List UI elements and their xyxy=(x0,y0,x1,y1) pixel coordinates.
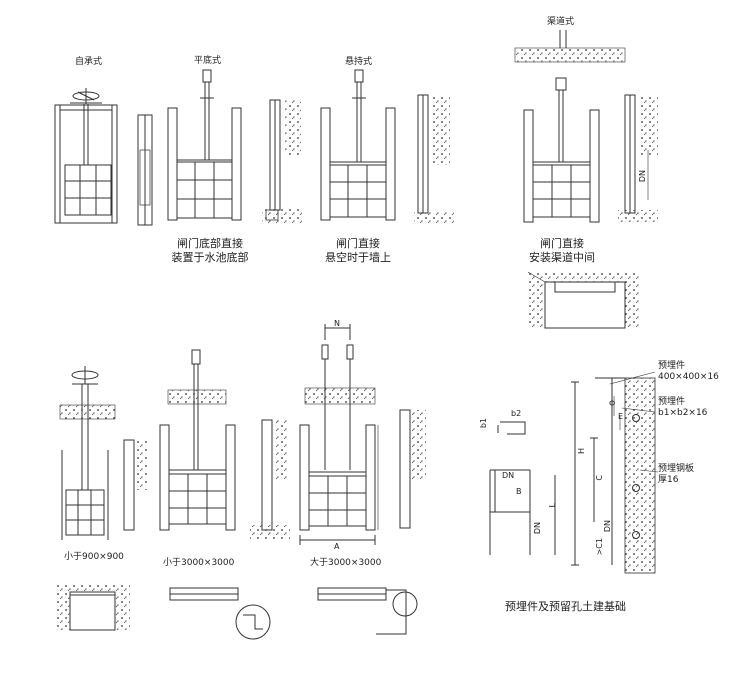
dim-dn-side: DN xyxy=(533,522,542,535)
dim-dn-top: DN xyxy=(502,471,515,480)
dim-b: B xyxy=(516,487,522,496)
label-suspended: 悬持式 xyxy=(345,57,373,67)
caption-channel-line1: 闸门直接 xyxy=(540,237,584,250)
suspended-gate xyxy=(320,69,454,224)
annot-steel-thk: 厚16 xyxy=(658,475,679,485)
self-bearing-gate xyxy=(54,88,153,226)
size-large: 大于3000×3000 xyxy=(310,558,382,568)
caption-flat-bottom-line2: 装置于水池底部 xyxy=(171,250,249,264)
size-small: 小于900×900 xyxy=(64,552,124,562)
annot-steel-plate: 预埋钢板 xyxy=(658,464,695,474)
caption-channel: 闸门直接 安装渠道中间 xyxy=(522,237,602,265)
large-gate xyxy=(299,324,426,635)
caption-suspended-line2: 悬空时于墙上 xyxy=(325,250,391,264)
dim-b1: b1 xyxy=(479,418,488,429)
dim-dn-channel: DN xyxy=(638,170,647,183)
dim-phi: Φ xyxy=(609,399,616,408)
label-flat-bottom: 平底式 xyxy=(194,56,222,66)
flat-bottom-gate xyxy=(167,69,302,224)
dim-l: L xyxy=(548,503,557,508)
dim-dn-wall: DN xyxy=(603,520,612,533)
medium-gate xyxy=(159,349,290,640)
channel-gate xyxy=(514,30,658,329)
dim-c: C xyxy=(595,475,604,481)
caption-suspended-line1: 闸门直接 xyxy=(336,237,380,250)
dim-c1: >C1 xyxy=(595,538,604,556)
dim-h: H xyxy=(577,448,586,455)
caption-suspended: 闸门直接 悬空时于墙上 xyxy=(318,237,398,265)
foundation-detail xyxy=(489,371,659,574)
dim-b2: b2 xyxy=(511,409,522,418)
annot-embed2: 预埋件 xyxy=(658,397,686,407)
caption-channel-line2: 安装渠道中间 xyxy=(529,250,595,264)
caption-flat-bottom-line1: 闸门底部直接 xyxy=(177,237,243,250)
size-medium: 小于3000×3000 xyxy=(163,558,235,568)
annot-embed2-size: b1×b2×16 xyxy=(658,408,708,418)
label-channel: 渠道式 xyxy=(547,17,575,27)
caption-foundation: 预埋件及预留孔土建基础 xyxy=(505,600,626,613)
small-gate xyxy=(55,366,148,631)
dim-n: N xyxy=(334,319,340,328)
annot-embed1-size: 400×400×16 xyxy=(658,372,719,382)
dim-e: E xyxy=(618,412,624,421)
annot-embed1: 预埋件 xyxy=(658,361,686,371)
label-self-bearing: 自承式 xyxy=(75,57,103,67)
caption-flat-bottom: 闸门底部直接 装置于水池底部 xyxy=(170,237,250,265)
dim-a: A xyxy=(334,542,340,551)
